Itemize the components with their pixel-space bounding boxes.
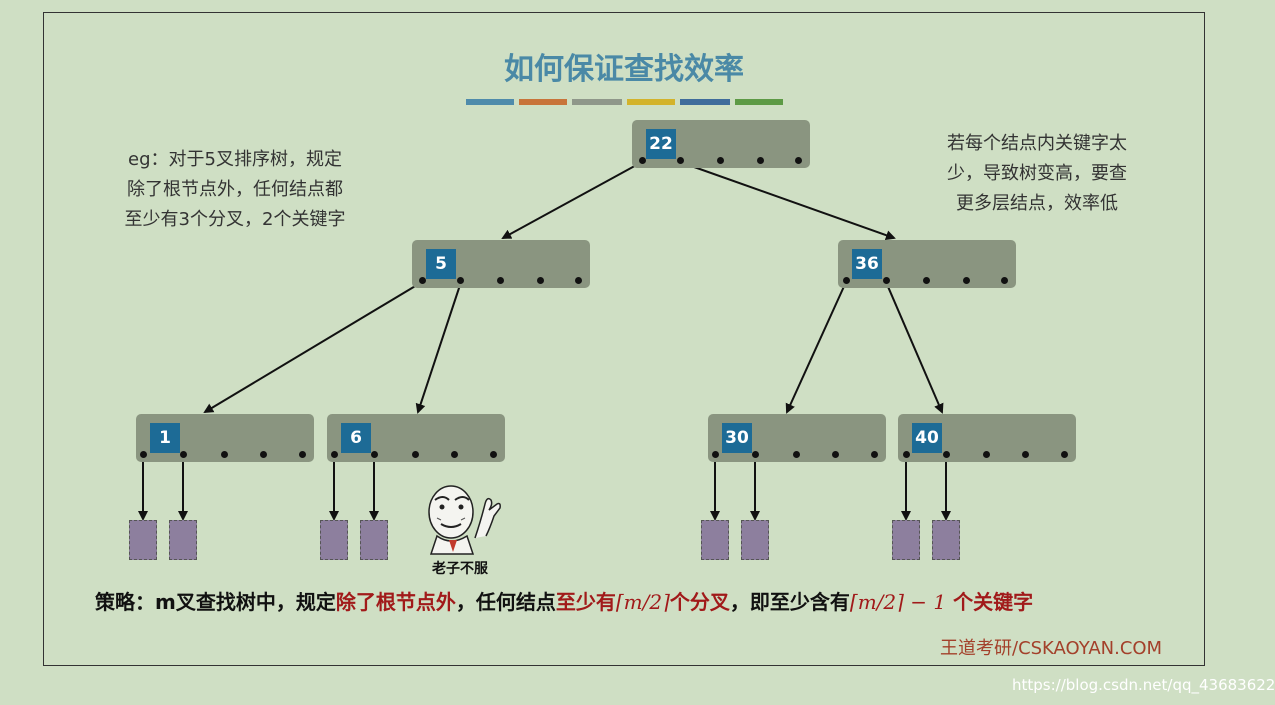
node-key: 22: [646, 129, 676, 159]
pointer-dot: [331, 451, 338, 458]
pointer-dot: [795, 157, 802, 164]
pointer-dot: [717, 157, 724, 164]
left-note-line: eg：对于5叉排序树，规定: [128, 149, 342, 170]
leaf-node: [169, 520, 197, 560]
right-note-line: 若每个结点内关键字太: [947, 133, 1127, 154]
pointer-dot: [451, 451, 458, 458]
left-note-line: 至少有3个分叉，2个关键字: [124, 209, 346, 230]
leaf-node: [892, 520, 920, 560]
pointer-dot: [537, 277, 544, 284]
pointer-dot: [412, 451, 419, 458]
strategy-highlight-branches: 个分叉: [669, 590, 730, 614]
pointer-dot: [299, 451, 306, 458]
slide-frame: [43, 12, 1205, 666]
strategy-text: 策略：m叉查找树中，规定除了根节点外，任何结点至少有⌈m/2⌉个分叉，即至少含有…: [95, 586, 1033, 615]
strategy-math-ceil: ⌈m/2⌉: [615, 590, 670, 614]
leaf-node: [701, 520, 729, 560]
edge-36-to-30: [785, 281, 847, 414]
pointer-dot: [757, 157, 764, 164]
pointer-dot: [943, 451, 950, 458]
pointer-dot: [180, 451, 187, 458]
strategy-highlight-root: 除了根节点外: [335, 590, 456, 614]
color-bar-segment: [519, 99, 567, 105]
strategy-suffix: 个关键字: [946, 590, 1034, 614]
node-key: 1: [150, 423, 180, 453]
pointer-dot: [793, 451, 800, 458]
right-note: 若每个结点内关键字太 少，导致树变高，要查 更多层结点，效率低: [922, 129, 1152, 219]
node-key: 36: [852, 249, 882, 279]
tree-node-5: 5: [412, 240, 590, 288]
pointer-dot: [883, 277, 890, 284]
pointer-dot: [419, 277, 426, 284]
edge-36-to-40: [885, 281, 944, 414]
tree-node-1: 1: [136, 414, 314, 462]
left-note-line: 除了根节点外，任何结点都: [127, 179, 343, 200]
leaf-node: [360, 520, 388, 560]
color-bar-segment: [680, 99, 730, 105]
edge-5-to-6: [415, 281, 462, 414]
slide-title: 如何保证查找效率: [504, 52, 744, 87]
strategy-math-ceil-minus-one: ⌈m/2⌉ − 1: [849, 590, 947, 614]
node-key: 30: [722, 423, 752, 453]
right-note-line: 更多层结点，效率低: [956, 193, 1118, 214]
meme-face-icon: [415, 478, 505, 558]
node-key: 40: [912, 423, 942, 453]
pointer-dot: [575, 277, 582, 284]
pointer-dot: [832, 451, 839, 458]
color-bar-segment: [572, 99, 622, 105]
pointer-dot: [140, 451, 147, 458]
pointer-dot: [677, 157, 684, 164]
pointer-dot: [371, 451, 378, 458]
strategy-mid2: ，即至少含有: [729, 590, 850, 614]
right-note-line: 少，导致树变高，要查: [947, 163, 1127, 184]
pointer-dot: [1001, 277, 1008, 284]
pointer-dot: [639, 157, 646, 164]
color-bar-segment: [627, 99, 675, 105]
edge-5-to-1: [203, 281, 423, 414]
left-note: eg：对于5叉排序树，规定 除了根节点外，任何结点都 至少有3个分叉，2个关键字: [100, 145, 370, 235]
pointer-dot: [843, 277, 850, 284]
edge-root-to-5: [501, 161, 643, 239]
tree-node-36: 36: [838, 240, 1016, 288]
leaf-node: [129, 520, 157, 560]
tree-node-30: 30: [708, 414, 886, 462]
strategy-highlight-atleast: 至少有: [555, 590, 616, 614]
watermark-url: https://blog.csdn.net/qq_43683622: [1012, 676, 1275, 694]
pointer-dot: [1022, 451, 1029, 458]
pointer-dot: [752, 451, 759, 458]
color-bar-segment: [735, 99, 783, 105]
source-credit: 王道考研/CSKAOYAN.COM: [940, 638, 1163, 659]
pointer-dot: [1061, 451, 1068, 458]
edge-root-to-36: [679, 161, 896, 241]
pointer-dot: [497, 277, 504, 284]
pointer-dot: [983, 451, 990, 458]
pointer-dot: [490, 451, 497, 458]
color-bar-segment: [466, 99, 514, 105]
pointer-dot: [260, 451, 267, 458]
pointer-dot: [923, 277, 930, 284]
strategy-prefix: 策略：m叉查找树中，规定: [95, 590, 336, 614]
leaf-node: [932, 520, 960, 560]
pointer-dot: [712, 451, 719, 458]
node-key: 6: [341, 423, 371, 453]
strategy-mid1: ，任何结点: [455, 590, 556, 614]
pointer-dot: [457, 277, 464, 284]
pointer-dot: [221, 451, 228, 458]
leaf-node: [741, 520, 769, 560]
pointer-dot: [963, 277, 970, 284]
leaf-node: [320, 520, 348, 560]
pointer-dot: [903, 451, 910, 458]
tree-node-40: 40: [898, 414, 1076, 462]
node-key: 5: [426, 249, 456, 279]
tree-node-6: 6: [327, 414, 505, 462]
tree-node-root: 22: [632, 120, 810, 168]
pointer-dot: [871, 451, 878, 458]
meme-caption: 老子不服: [432, 561, 488, 577]
